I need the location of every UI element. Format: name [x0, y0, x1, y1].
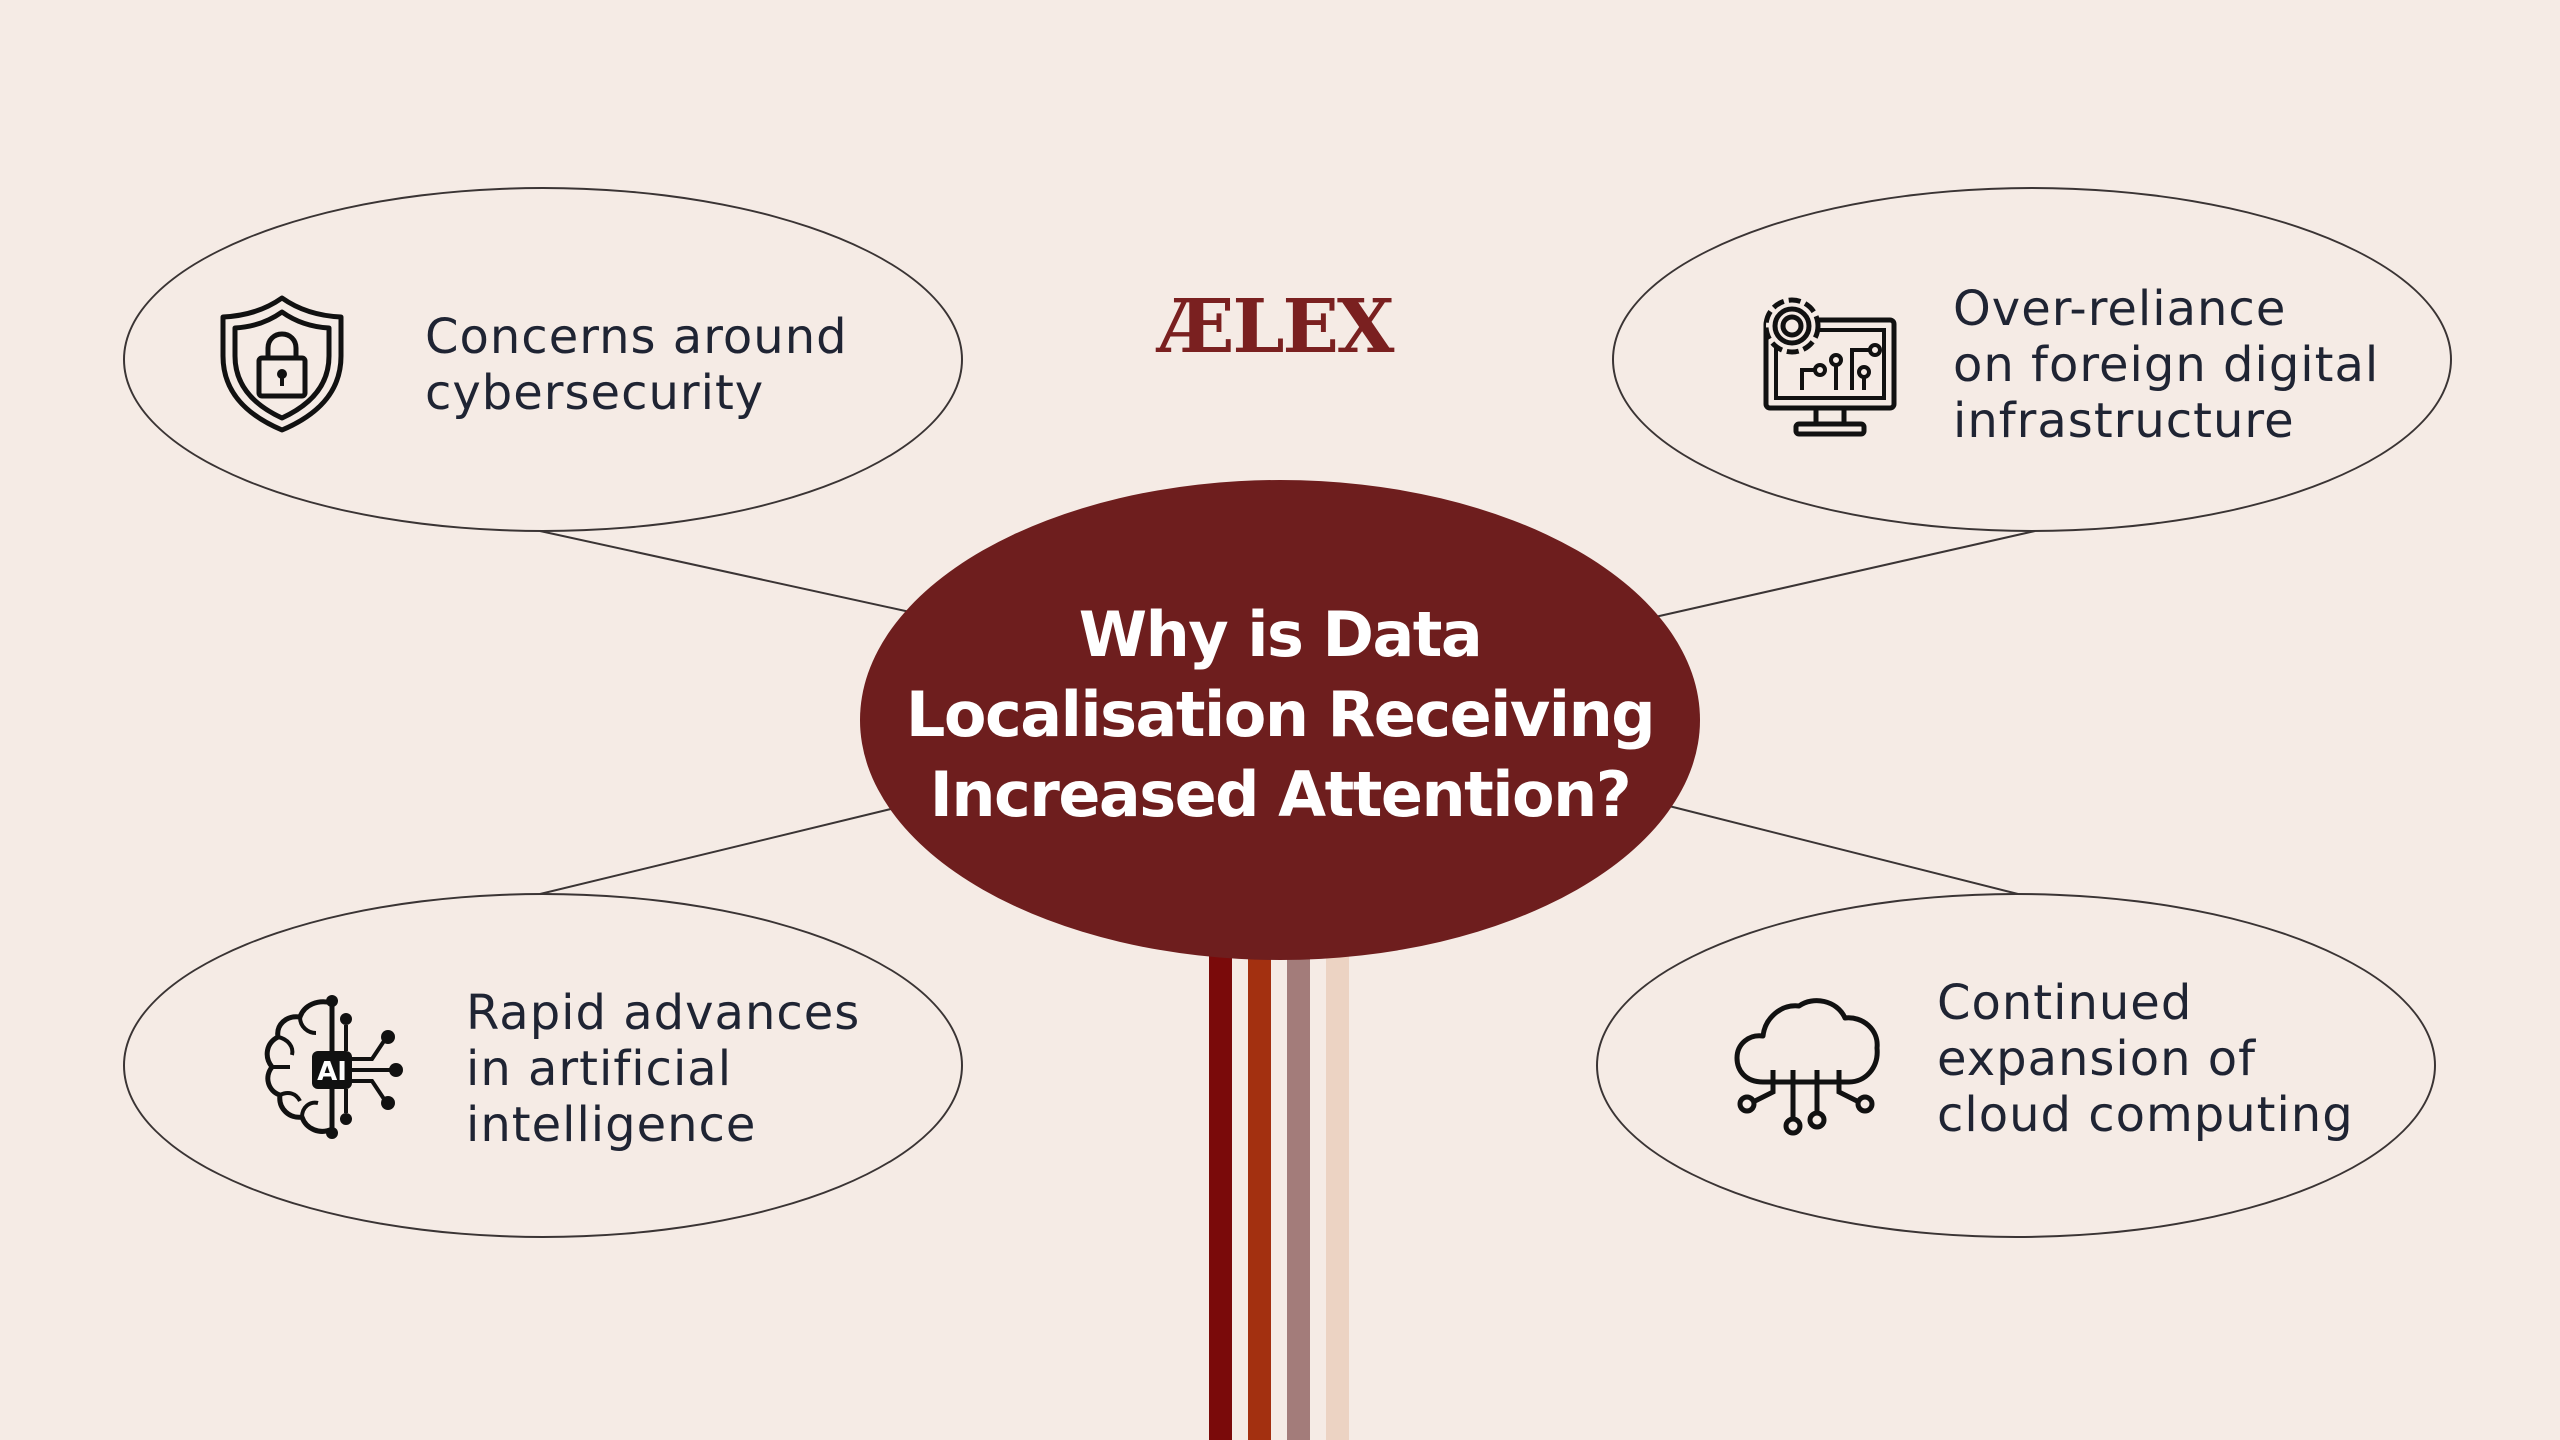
stripe-rust	[1248, 955, 1271, 1440]
label-line: cybersecurity	[425, 365, 848, 421]
cloud-network-icon	[1733, 990, 1883, 1140]
label-line: expansion of	[1937, 1031, 2354, 1087]
label-cloud-computing: Continued expansion of cloud computing	[1937, 975, 2354, 1143]
label-line: intelligence	[466, 1097, 860, 1153]
logo: ÆLEX	[1158, 290, 1392, 364]
label-line: Over-reliance	[1953, 281, 2379, 337]
ai-brain-icon: AI	[260, 995, 410, 1145]
stripe-beige	[1326, 955, 1349, 1440]
label-line: on foreign digital	[1953, 337, 2379, 393]
central-question: Why is Data Localisation Receiving Incre…	[860, 480, 1700, 960]
shield-lock-icon	[217, 294, 347, 434]
label-line: infrastructure	[1953, 393, 2379, 449]
label-line: Concerns around	[425, 309, 848, 365]
svg-text:AI: AI	[317, 1057, 347, 1087]
label-line: cloud computing	[1937, 1087, 2354, 1143]
label-line: Continued	[1937, 975, 2354, 1031]
connector-top-left	[540, 531, 910, 612]
connector-bottom-left	[540, 808, 895, 894]
central-question-line-2: Localisation Receiving	[906, 675, 1654, 755]
central-question-line-1: Why is Data	[1079, 595, 1482, 675]
label-line: Rapid advances	[466, 985, 860, 1041]
stripe-mauve	[1287, 955, 1310, 1440]
connector-bottom-right	[1665, 805, 2018, 894]
connector-top-right	[1655, 531, 2035, 617]
label-digital-infrastructure: Over-reliance on foreign digital infrast…	[1953, 281, 2379, 449]
label-line: in artificial	[466, 1041, 860, 1097]
gear-monitor-icon	[1752, 286, 1902, 446]
stripe-dark-red	[1209, 955, 1232, 1440]
label-artificial-intelligence: Rapid advances in artificial intelligenc…	[466, 985, 860, 1153]
central-question-line-3: Increased Attention?	[930, 755, 1630, 835]
label-cybersecurity: Concerns around cybersecurity	[425, 309, 848, 421]
